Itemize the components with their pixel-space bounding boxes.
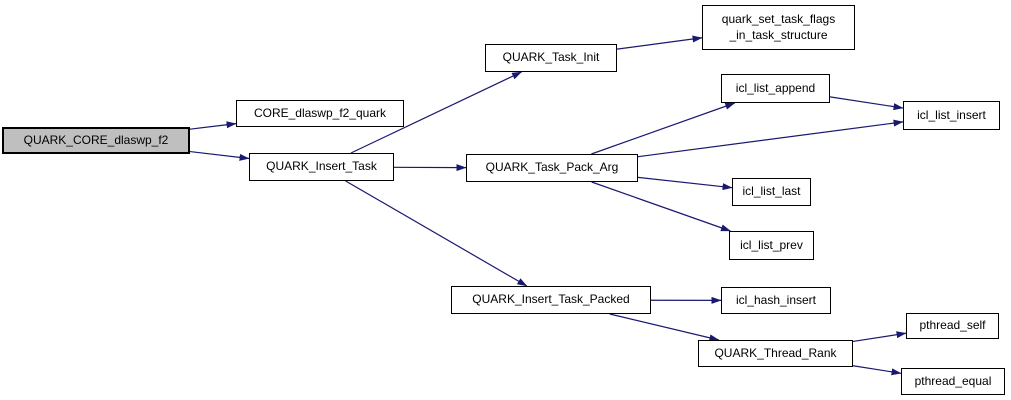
- graph-node-label: pthread_equal: [914, 373, 992, 388]
- graph-node-label: icl_hash_insert: [735, 292, 817, 307]
- graph-node-label: QUARK_Thread_Rank: [714, 345, 837, 360]
- edge-QUARK_Insert_Task-to-QUARK_Task_Init: [350, 71, 522, 154]
- graph-node-QUARK_Insert_Task[interactable]: QUARK_Insert_Task: [249, 153, 394, 181]
- graph-node-icl_list_insert[interactable]: icl_list_insert: [903, 101, 1000, 130]
- graph-node-label: icl_list_prev: [740, 237, 803, 252]
- graph-node-icl_list_prev[interactable]: icl_list_prev: [729, 231, 814, 260]
- graph-node-label: QUARK_Task_Pack_Arg: [485, 160, 619, 175]
- edge-QUARK_Task_Init-to-quark_set_task_flags_in_task_structure: [616, 35, 703, 50]
- edge-QUARK_Thread_Rank-to-pthread_equal: [852, 365, 902, 376]
- graph-node-CORE_dlaswp_f2_quark[interactable]: CORE_dlaswp_f2_quark: [236, 100, 404, 127]
- edge-QUARK_Task_Pack_Arg-to-icl_list_last: [637, 176, 733, 191]
- edge-QUARK_Insert_Task-to-QUARK_Insert_Task_Packed: [345, 180, 528, 287]
- edge-QUARK_Task_Pack_Arg-to-icl_list_prev: [591, 181, 731, 232]
- graph-node-label: QUARK_Insert_Task_Packed: [472, 292, 630, 307]
- graph-node-label: QUARK_Task_Init: [502, 50, 600, 65]
- graph-node-pthread_equal[interactable]: pthread_equal: [901, 368, 1005, 395]
- graph-node-icl_list_last[interactable]: icl_list_last: [732, 178, 811, 206]
- edge-QUARK_Task_Pack_Arg-to-icl_list_insert: [637, 119, 904, 158]
- graph-node-label: icl_list_insert: [917, 107, 986, 122]
- graph-node-label: QUARK_CORE_dlaswp_f2: [23, 132, 169, 147]
- graph-node-QUARK_Thread_Rank[interactable]: QUARK_Thread_Rank: [698, 340, 853, 367]
- graph-node-label: icl_list_append: [735, 80, 816, 95]
- edge-QUARK_CORE_dlaswp_f2-to-QUARK_Insert_Task: [189, 150, 250, 161]
- graph-node-QUARK_Task_Init[interactable]: QUARK_Task_Init: [485, 44, 617, 72]
- graph-node-icl_hash_insert[interactable]: icl_hash_insert: [721, 287, 831, 314]
- edge-QUARK_Insert_Task_Packed-to-QUARK_Thread_Rank: [609, 313, 720, 342]
- graph-node-label: quark_set_task_flags: [721, 11, 836, 26]
- edge-icl_list_append-to-icl_list_insert: [829, 96, 904, 111]
- graph-node-QUARK_CORE_dlaswp_f2: QUARK_CORE_dlaswp_f2: [2, 127, 190, 154]
- graph-node-label: pthread_self: [919, 318, 986, 333]
- graph-node-pthread_self[interactable]: pthread_self: [906, 313, 999, 339]
- graph-node-label: CORE_dlaswp_f2_quark: [253, 105, 387, 120]
- graph-node-label: icl_list_last: [742, 184, 801, 199]
- graph-node-label: QUARK_Insert_Task: [266, 159, 377, 174]
- graph-node-QUARK_Task_Pack_Arg[interactable]: QUARK_Task_Pack_Arg: [466, 154, 638, 182]
- graph-node-quark_set_task_flags_in_task_structure[interactable]: quark_set_task_flags_in_task_structure: [702, 5, 855, 50]
- edge-QUARK_CORE_dlaswp_f2-to-CORE_dlaswp_f2_quark: [189, 121, 237, 130]
- edge-QUARK_Thread_Rank-to-pthread_self: [852, 331, 907, 343]
- edge-QUARK_Task_Pack_Arg-to-icl_list_append: [591, 102, 736, 155]
- graph-node-QUARK_Insert_Task_Packed[interactable]: QUARK_Insert_Task_Packed: [451, 286, 651, 314]
- graph-node-label: _in_task_structure: [729, 27, 828, 42]
- graph-node-icl_list_append[interactable]: icl_list_append: [721, 74, 830, 103]
